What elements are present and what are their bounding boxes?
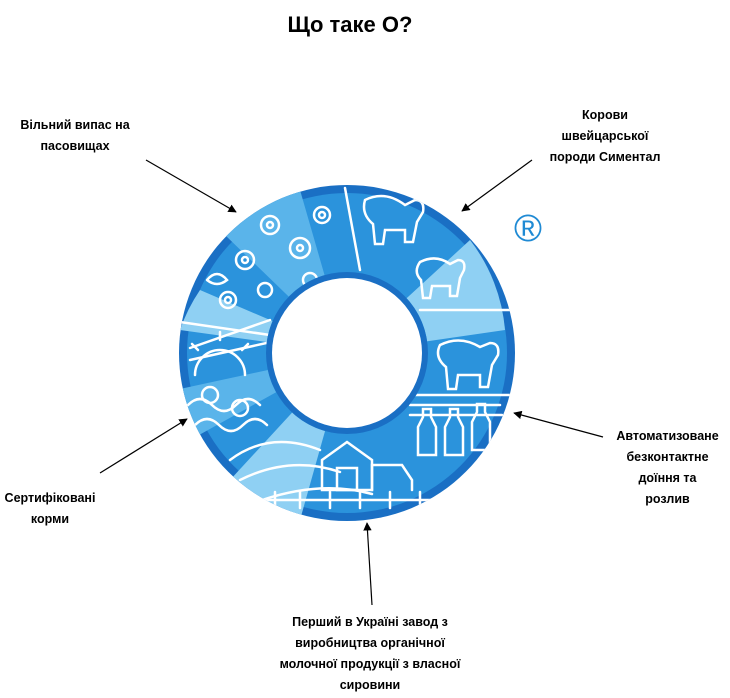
line-art [179,186,512,510]
label-automation-line: доїння та [638,471,697,485]
label-pasture: Вільний випас на пасовищах [0,115,150,157]
label-factory-line: виробництва органічної [295,636,445,650]
label-factory: Перший в Україні завод з виробництва орг… [255,612,485,696]
cow-icon [362,194,500,391]
label-automation-line: безконтактне [626,450,709,464]
label-cows: Корови швейцарської породи Симентал [530,105,680,168]
bottle-icon [408,402,504,457]
sun-icon [188,318,282,377]
label-factory-line: молочної продукції з власної [279,657,461,671]
label-automation: Автоматизоване безконтактне доїння та ро… [605,426,730,510]
label-factory-line: сировини [339,678,401,692]
label-cows-line: швейцарської [561,129,649,143]
label-feed-line: Сертифіковані [4,491,96,505]
label-automation-line: розлив [645,492,690,506]
arrow-feed [99,418,188,474]
label-feed-line: корми [30,512,70,526]
flower-icon [205,205,332,310]
arrow-factory [363,522,373,606]
arrow-cows [461,159,533,212]
label-pasture-line: пасовищах [40,139,110,153]
arrows [99,159,604,606]
label-cows-line: породи Симентал [549,150,661,164]
label-cows-line: Корови [582,108,628,122]
arrow-automation [513,410,604,438]
page-title: Що таке О? [287,12,413,37]
arrow-pasture [145,159,237,213]
ring-hole [272,278,422,428]
registered-mark-icon: ® [514,208,542,250]
label-factory-line: Перший в Україні завод з [292,615,448,629]
barn-icon [320,440,414,492]
label-pasture-line: Вільний випас на [20,118,130,132]
ring-logo [179,185,515,521]
label-feed: Сертифіковані корми [0,488,100,530]
label-automation-line: Автоматизоване [616,429,719,443]
